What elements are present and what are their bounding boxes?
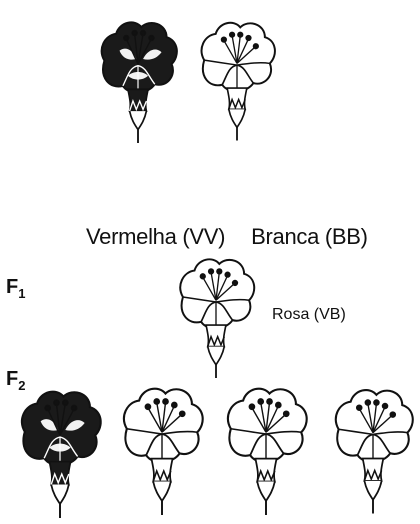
f2-pink-flower-illustration-1	[118, 382, 206, 516]
f2-red-flower-illustration	[14, 386, 106, 518]
f1-offspring-label: Rosa (VB)	[272, 306, 346, 324]
parent-red-flower-illustration	[96, 14, 180, 146]
parent-white-flower-illustration	[196, 10, 278, 148]
f1-pink-flower-illustration	[172, 254, 260, 378]
f2-pink-flower-illustration-2	[222, 382, 310, 516]
f1-generation-label: F1	[6, 276, 25, 301]
f2-white-flower-illustration	[330, 382, 416, 516]
red-parent-label: Vermelha (VV)	[86, 224, 225, 249]
parent-labels: Vermelha (VV) Branca (BB)	[86, 224, 368, 250]
white-parent-label: Branca (BB)	[251, 224, 368, 249]
